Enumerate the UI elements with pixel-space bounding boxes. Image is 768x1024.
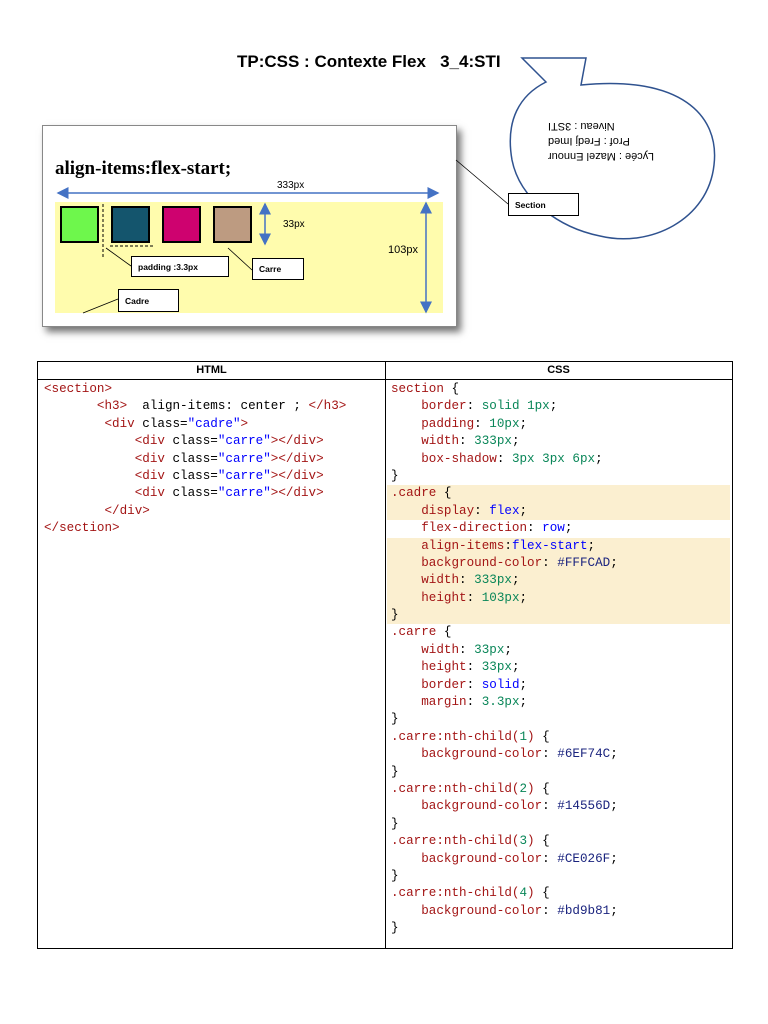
css-code-line: .carre {	[391, 625, 452, 640]
css-code-line: }	[387, 607, 730, 625]
css-code-line: .carre:nth-child(2) {	[391, 781, 550, 796]
css-code-line: align-items:flex-start;	[387, 537, 730, 555]
tag-carre: Carre	[252, 258, 304, 280]
css-code-line: height: 33px;	[421, 660, 520, 675]
tag-padding: padding :3.3px	[131, 256, 229, 277]
demo-heading: align-items:flex-start;	[55, 158, 232, 179]
html-column: HTML <section> <h3> align-items: center …	[38, 362, 386, 948]
css-code-line: border: solid 1px;	[421, 399, 558, 414]
css-column-header: CSS	[385, 362, 732, 380]
css-code-line: display: flex;	[387, 502, 730, 521]
css-code-line: section {	[391, 382, 460, 396]
carre-4	[213, 206, 252, 243]
css-code-line: background-color: #14556D;	[421, 799, 618, 814]
page-title: TP:CSS : Contexte Flex 3_4:STI	[237, 52, 501, 71]
css-code-line: margin: 3.3px;	[421, 695, 528, 710]
html-code-line: <div class="carre"></div>	[134, 451, 324, 466]
css-code-line: width: 333px;	[387, 572, 730, 590]
html-code-line: <div class="carre"></div>	[134, 434, 324, 449]
carre-2	[111, 206, 150, 243]
height-label: 103px	[388, 244, 418, 256]
html-code-line: <div class="cadre">	[104, 416, 249, 431]
html-code-block: <section> <h3> align-items: center ; </h…	[38, 380, 385, 538]
css-code-line: }	[391, 712, 399, 727]
code-table: HTML <section> <h3> align-items: center …	[37, 361, 733, 949]
html-code-line: </section>	[44, 521, 120, 536]
css-code-line: .cadre {	[387, 485, 730, 503]
css-column: CSS section { border: solid 1px; padding…	[385, 362, 732, 948]
carre-1	[60, 206, 99, 243]
css-code-line: .carre:nth-child(1) {	[391, 729, 550, 744]
css-code-line: background-color: #CE026F;	[421, 851, 618, 866]
css-code-line: box-shadow: 3px 3px 6px;	[421, 451, 603, 466]
css-code-line: border: solid;	[421, 677, 528, 692]
html-code-line: </div>	[104, 503, 150, 518]
tag-section: Section	[508, 193, 579, 216]
html-code-line: <section>	[44, 382, 113, 396]
css-code-line: .carre:nth-child(3) {	[391, 834, 550, 849]
bubble-text: Lycée : Mazel Ennour Prof : Fredj Imed N…	[548, 118, 668, 163]
css-code-line: padding: 10px;	[421, 416, 528, 431]
css-code-line: }	[391, 468, 399, 483]
bubble-line-school: Lycée : Mazel Ennour	[548, 150, 654, 162]
width-label: 333px	[277, 180, 305, 191]
css-code-line: background-color: #6EF74C;	[421, 747, 618, 762]
bubble-line-prof: Prof : Fredj Imed	[548, 135, 630, 147]
bubble-line-level: Niveau : 3STI	[548, 120, 615, 132]
css-code-line: }	[391, 816, 399, 831]
css-code-line: }	[391, 921, 399, 936]
html-column-header: HTML	[38, 362, 385, 380]
css-code-line: height: 103px;	[387, 589, 730, 608]
css-code-line: flex-direction: row;	[421, 521, 573, 536]
html-code-line: <h3> align-items: center ; </h3>	[96, 399, 347, 414]
css-code-line: background-color: #FFFCAD;	[387, 554, 730, 573]
square-size-label: 33px	[283, 219, 305, 230]
css-code-line: }	[391, 764, 399, 779]
html-code-line: <div class="carre"></div>	[134, 486, 324, 501]
html-code-line: <div class="carre"></div>	[134, 468, 324, 483]
css-code-line: background-color: #bd9b81;	[421, 903, 618, 918]
css-code-line: }	[391, 868, 399, 883]
css-code-line: .carre:nth-child(4) {	[391, 886, 550, 901]
css-code-block: section { border: solid 1px; padding: 10…	[385, 380, 732, 938]
carre-3	[162, 206, 201, 243]
css-code-line: width: 33px;	[421, 642, 512, 657]
tag-cadre: Cadre	[118, 289, 179, 312]
css-code-line: width: 333px;	[421, 434, 520, 449]
